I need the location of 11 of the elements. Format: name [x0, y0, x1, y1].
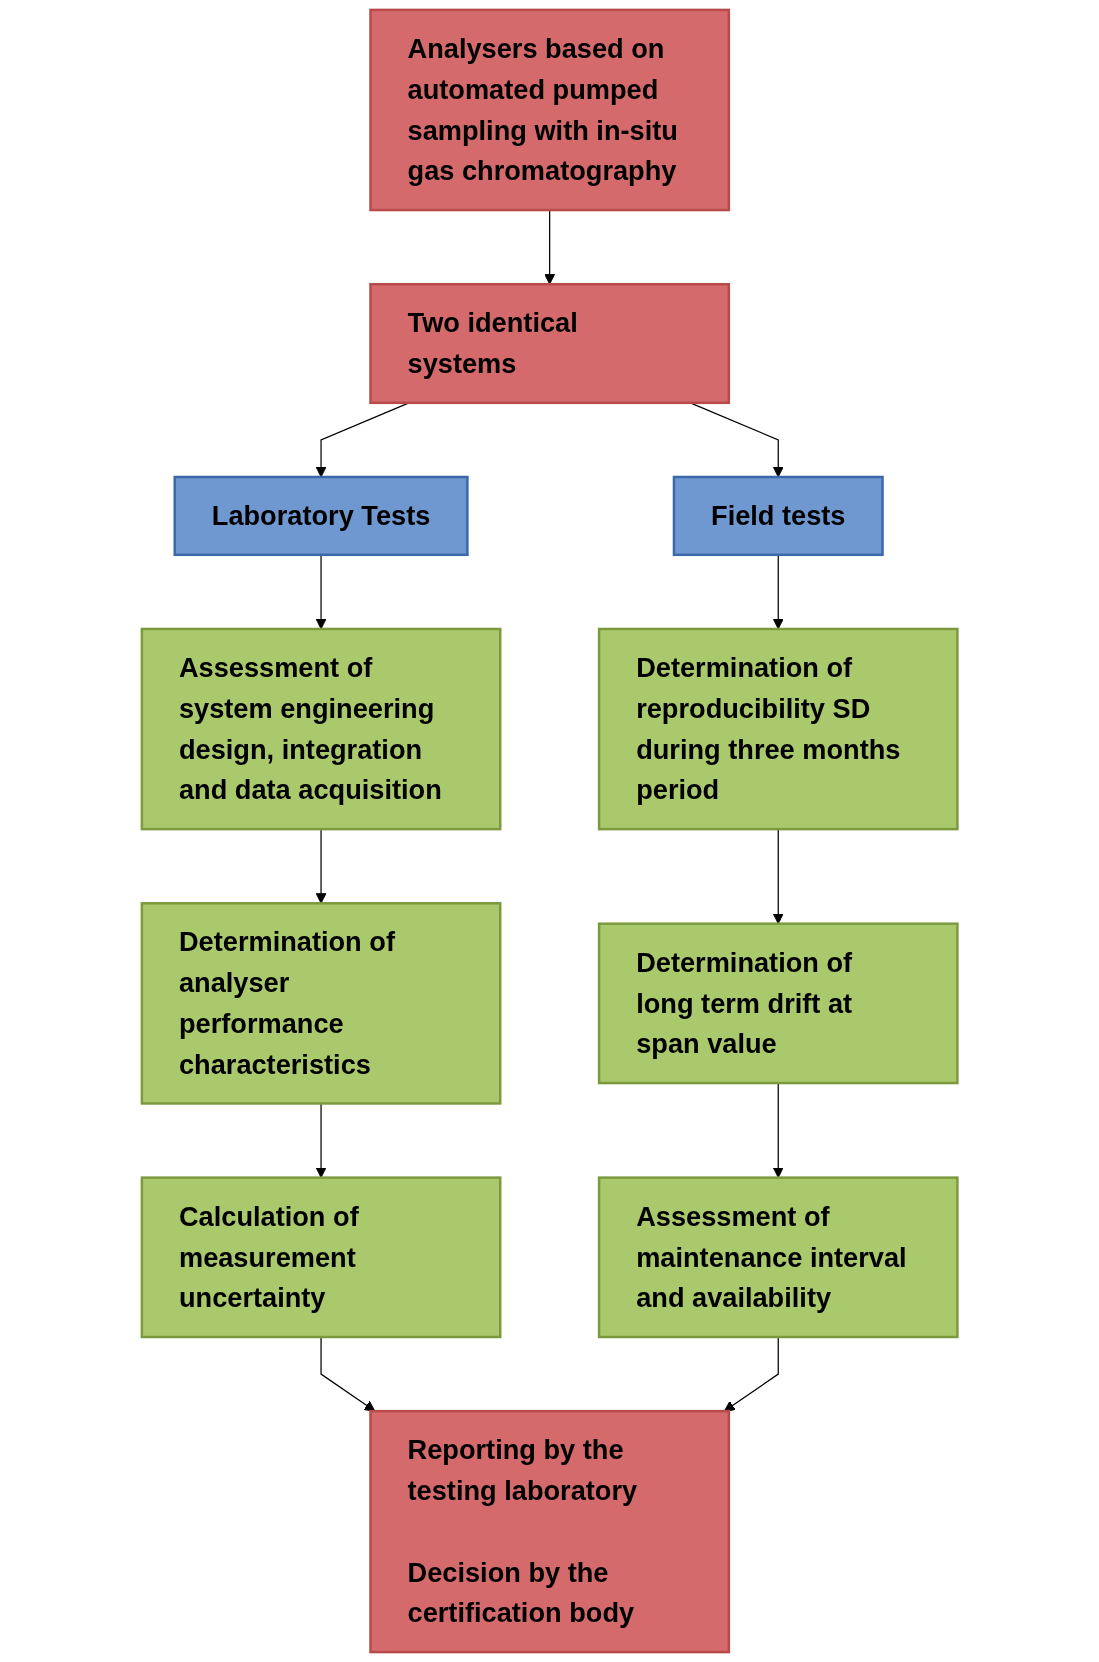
node-box: Assessment of system engineering design, integration and data acquisition: [140, 627, 502, 831]
node-box: Assessment of maintenance interval and availability: [597, 1176, 959, 1339]
node-box: Laboratory Tests: [173, 475, 469, 557]
node-box: Determination of reproducibility SD during three months period: [597, 627, 959, 831]
node-box: Determination of analyser performance characteristics: [140, 902, 502, 1105]
node-box: Reporting by the testing laboratory Decision by the certification body: [369, 1409, 730, 1654]
node-box: Calculation of measurement uncertainty: [140, 1176, 502, 1339]
node-box: Analysers based on automated pumped sampling with in-situ gas chromatography: [369, 8, 730, 212]
node-box: Two identical systems: [369, 283, 730, 405]
node-box: Field tests: [672, 475, 884, 557]
node-box: Determination of long term drift at span value: [597, 922, 959, 1085]
